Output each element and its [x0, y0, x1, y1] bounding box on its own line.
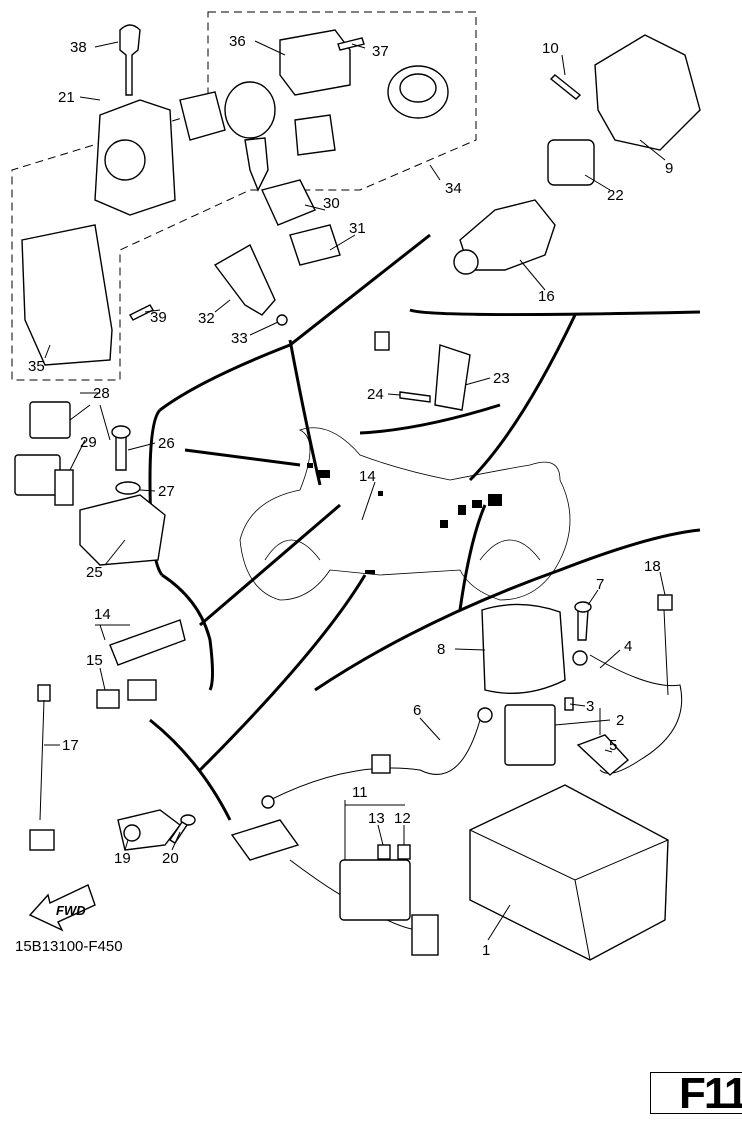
callout-13: 13	[368, 810, 385, 827]
diagram-code: 15B13100-F450	[15, 938, 123, 955]
callout-23: 23	[493, 370, 510, 387]
callout-labels: 38 36 37 10 21 9 22 34 30 31 16 35 39 32…	[28, 33, 673, 959]
main-switch-36	[224, 29, 351, 156]
battery-1	[469, 784, 669, 961]
bolt-7	[574, 601, 592, 641]
callout-16: 16	[538, 288, 555, 305]
bolt-26	[111, 425, 131, 471]
callout-9: 9	[665, 160, 673, 177]
callout-27: 27	[158, 483, 175, 500]
screw-24	[399, 391, 431, 403]
band-17	[29, 684, 55, 851]
callout-24: 24	[367, 386, 384, 403]
relay-22	[547, 139, 595, 186]
callout-1: 1	[482, 942, 490, 959]
callout-10: 10	[542, 40, 559, 57]
washer-27	[115, 481, 141, 495]
page-label: F11	[679, 1072, 742, 1114]
callout-34: 34	[445, 180, 462, 197]
callout-39: 39	[150, 309, 167, 326]
callout-2: 2	[616, 712, 624, 729]
ecu-9	[594, 34, 701, 151]
assembly-group-outline	[11, 11, 477, 381]
callout-30: 30	[323, 195, 340, 212]
fuel-cap-lock-34	[387, 65, 449, 119]
callout-7: 7	[596, 576, 604, 593]
callout-12: 12	[394, 810, 411, 827]
bracket-32	[213, 244, 276, 316]
callout-11: 11	[352, 784, 368, 801]
starter-relay-2	[504, 697, 574, 766]
callout-22: 22	[607, 187, 624, 204]
wire-harness-11	[230, 819, 439, 956]
callout-17: 17	[62, 737, 79, 754]
relay-30	[261, 179, 316, 226]
callout-6: 6	[413, 702, 421, 719]
callout-14-left: 14	[94, 606, 111, 623]
callout-21: 21	[58, 89, 75, 106]
screw-39	[129, 304, 154, 321]
callout-29: 29	[80, 434, 97, 451]
band-18	[657, 594, 673, 696]
callout-32: 32	[198, 310, 215, 327]
callout-19: 19	[114, 850, 131, 867]
page-label-box: F11	[650, 1072, 742, 1114]
callout-35: 35	[28, 358, 45, 375]
callout-14-top: 14	[359, 468, 376, 485]
callout-8: 8	[437, 641, 445, 658]
leader-curves	[148, 233, 701, 821]
key-38	[119, 24, 141, 96]
callout-25: 25	[86, 564, 103, 581]
lock-assembly-21	[94, 91, 269, 216]
cover-8	[481, 603, 566, 694]
bolt-37	[337, 37, 365, 51]
fwd-arrow-text: FWD	[56, 903, 86, 918]
callout-31: 31	[349, 220, 366, 237]
callout-33: 33	[231, 330, 248, 347]
callout-26: 26	[158, 435, 175, 452]
leader-lines	[44, 40, 666, 941]
coupler-31	[289, 224, 341, 266]
fwd-arrow: FWD	[28, 884, 96, 932]
ignition-coil-16	[453, 199, 556, 275]
relay-28	[29, 401, 71, 439]
sensor-23	[374, 331, 471, 411]
callout-36: 36	[229, 33, 246, 50]
callout-18: 18	[644, 558, 661, 575]
callout-20: 20	[162, 850, 179, 867]
cable-4	[572, 650, 683, 774]
bolt-10	[549, 74, 582, 100]
callout-15: 15	[86, 652, 103, 669]
cover-5	[576, 734, 630, 776]
cable-6	[261, 707, 493, 809]
wire-harness-14-15	[96, 619, 186, 709]
screw-33	[276, 314, 288, 326]
callout-3: 3	[586, 698, 594, 715]
callout-4: 4	[624, 638, 632, 655]
callout-28: 28	[93, 385, 110, 402]
rectifier-25	[79, 494, 166, 566]
motorcycle-outline	[239, 427, 571, 601]
callout-5: 5	[609, 737, 617, 754]
relay-29	[14, 454, 74, 506]
callout-38: 38	[70, 39, 87, 56]
callout-37: 37	[372, 43, 389, 60]
ecu-35	[21, 224, 113, 366]
